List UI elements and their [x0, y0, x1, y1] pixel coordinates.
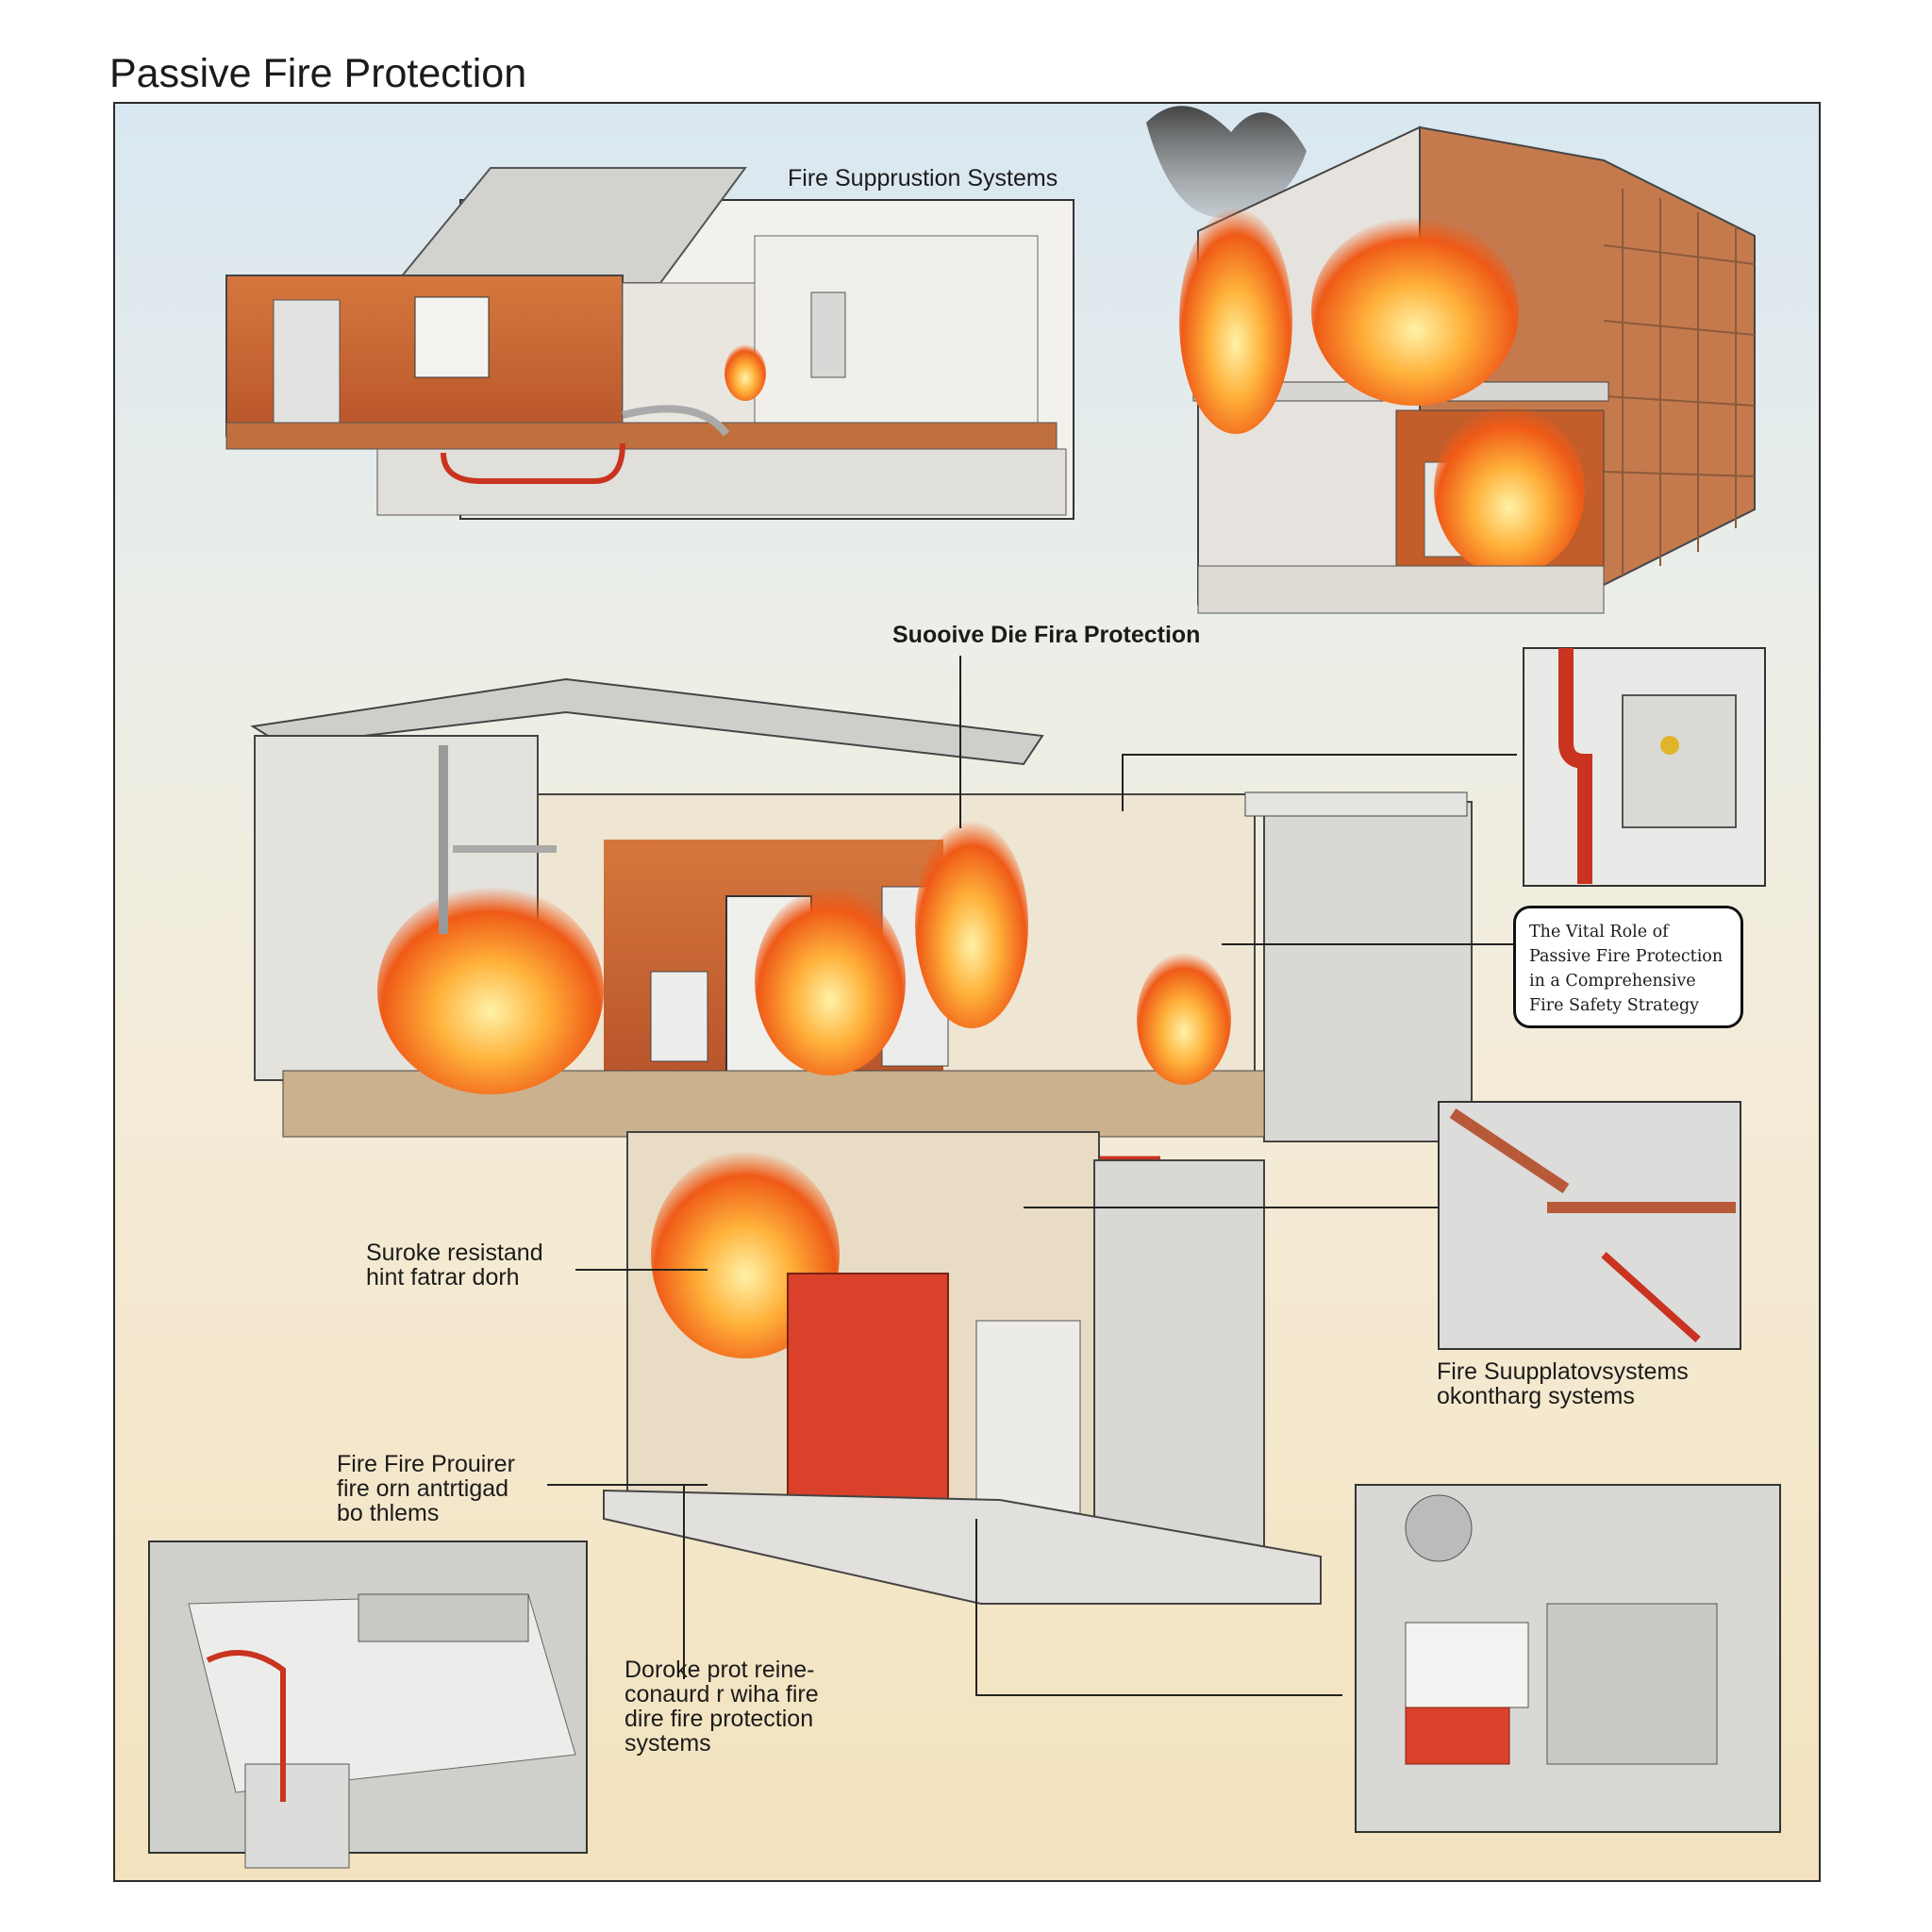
fire-suppl-systems-label: Fire Suupplatovsystems okontharg systems [1437, 1358, 1689, 1409]
center-heading-label: Suooive Die Fira Protection [892, 622, 1201, 648]
smoke-resistant-label: Suroke resistand hint fatrar dorh [366, 1240, 543, 1291]
inset-alarm-panel [1523, 647, 1766, 887]
dorke-prot-label: Doroke prot reine- conaurd r wiha fire d… [625, 1657, 819, 1757]
top-left-building-cutaway [225, 167, 1074, 520]
top-right-burning-building [1146, 106, 1756, 614]
inset-sprinkler-system [148, 1541, 588, 1869]
leader-lines [547, 656, 1517, 1696]
fire-prouirer-label: Fire Fire Prouirer fire orn antrtigad bo… [337, 1451, 515, 1526]
vital-role-callout: The Vital Role of Passive Fire Protectio… [1513, 906, 1743, 1028]
inset-equipment-room [1355, 1484, 1781, 1833]
central-building-cutaway [250, 677, 1473, 1605]
page-title: Passive Fire Protection [109, 51, 527, 96]
fire-suppression-systems-label: Fire Supprustion Systems [788, 165, 1058, 192]
inset-pipe-junction [1438, 1101, 1741, 1350]
